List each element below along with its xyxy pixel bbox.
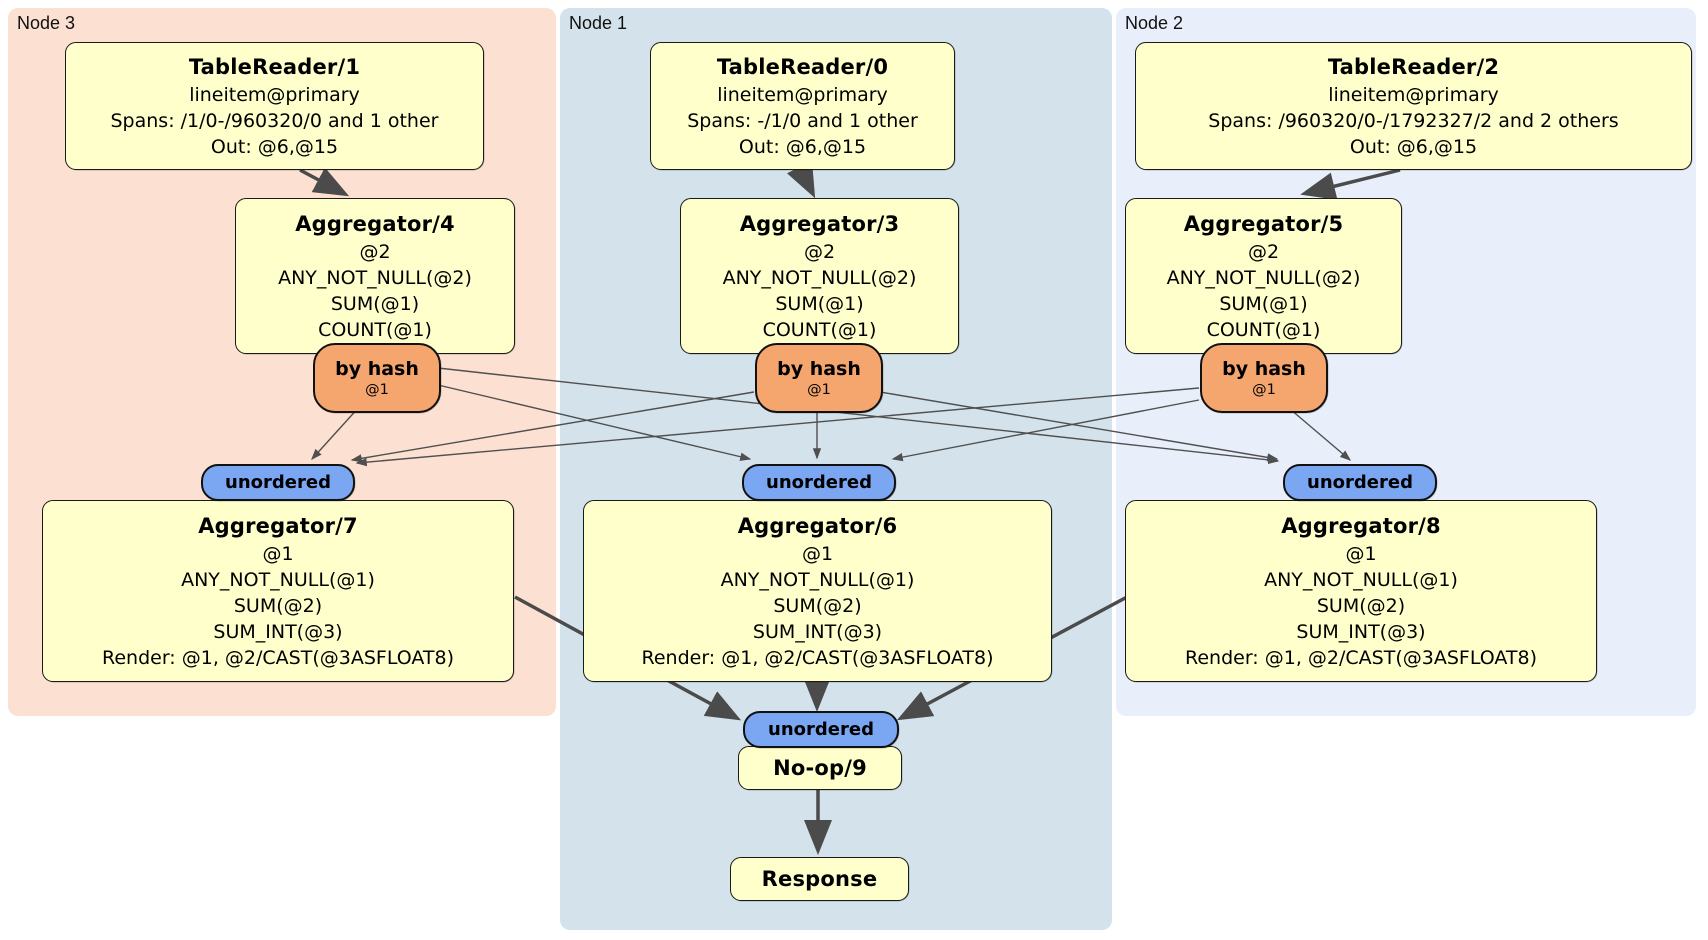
router-by-hash-5: by hash @1	[1200, 343, 1328, 413]
processor-title: Aggregator/8	[1281, 514, 1441, 538]
processor-detail-line: Spans: /1/0-/960320/0 and 1 other	[110, 110, 439, 132]
processor-title: TableReader/0	[716, 55, 889, 79]
processor-detail-line: @1	[1345, 543, 1377, 565]
sync-unordered-final: unordered	[743, 711, 899, 748]
sync-label: unordered	[225, 472, 331, 493]
processor-tablereader-1: TableReader/1 lineitem@primary Spans: /1…	[65, 42, 484, 170]
processor-aggregator-5: Aggregator/5 @2 ANY_NOT_NULL(@2) SUM(@1)…	[1125, 198, 1402, 354]
sync-label: unordered	[1307, 472, 1413, 493]
processor-detail-line: SUM(@1)	[1219, 293, 1308, 315]
processor-title: Aggregator/7	[198, 514, 358, 538]
processor-detail-line: SUM(@2)	[233, 595, 323, 617]
router-detail: @1	[365, 382, 389, 398]
edge-byhash4-to-unordered-right	[437, 367, 1280, 465]
processor-detail-line: COUNT(@1)	[762, 319, 877, 341]
processor-aggregator-8: Aggregator/8 @1 ANY_NOT_NULL(@1) SUM(@2)…	[1125, 500, 1597, 682]
processor-detail-line: Spans: /960320/0-/1792327/2 and 2 others	[1208, 110, 1619, 132]
panel-node3-label: Node 3	[17, 13, 76, 33]
processor-detail-line: @1	[801, 543, 834, 565]
processor-title: Aggregator/3	[739, 212, 900, 236]
processor-detail-line: SUM_INT(@3)	[213, 621, 343, 643]
router-by-hash-3: by hash @1	[755, 343, 883, 413]
edge-byhash4-to-unordered-mid	[437, 384, 752, 461]
edge-byhash5-to-unordered-mid	[891, 399, 1200, 462]
edge-tr1-to-agg4	[299, 167, 350, 197]
processor-title: Response	[761, 867, 878, 891]
processor-title: No-op/9	[773, 756, 867, 780]
processor-detail-line: Out: @6,@15	[210, 136, 339, 158]
processor-detail-line: ANY_NOT_NULL(@2)	[722, 267, 917, 289]
processor-detail-line: lineitem@primary	[717, 84, 888, 106]
sync-unordered-left: unordered	[201, 464, 355, 501]
processor-detail-line: ANY_NOT_NULL(@1)	[1264, 569, 1458, 591]
processor-detail-line: SUM_INT(@3)	[752, 621, 883, 643]
processor-detail-line: SUM(@2)	[773, 595, 862, 617]
processor-tablereader-0: TableReader/0 lineitem@primary Spans: -/…	[650, 42, 955, 170]
processor-detail-line: Out: @6,@15	[738, 136, 867, 158]
panel-node2-label: Node 2	[1125, 13, 1184, 33]
processor-detail-line: Spans: -/1/0 and 1 other	[687, 110, 918, 132]
processor-aggregator-6: Aggregator/6 @1 ANY_NOT_NULL(@1) SUM(@2)…	[583, 500, 1052, 682]
edge-tr2-to-agg5	[1300, 168, 1401, 200]
processor-detail-line: Out: @6,@15	[1349, 136, 1478, 158]
processor-detail-line: @1	[262, 543, 294, 565]
processor-detail-line: SUM_INT(@3)	[1296, 621, 1426, 643]
processor-detail-line: SUM(@2)	[1316, 595, 1406, 617]
processor-response: Response	[730, 857, 909, 901]
processor-detail-line: COUNT(@1)	[318, 319, 432, 341]
edge-byhash3-to-unordered-left	[350, 391, 755, 463]
processor-title: Aggregator/6	[737, 514, 898, 538]
processor-detail-line: lineitem@primary	[189, 84, 360, 106]
edge-byhash4-to-unordered-left	[311, 405, 361, 461]
processor-title: TableReader/1	[188, 55, 361, 79]
processor-aggregator-3: Aggregator/3 @2 ANY_NOT_NULL(@2) SUM(@1)…	[680, 198, 959, 354]
processor-detail-line: ANY_NOT_NULL(@1)	[720, 569, 915, 591]
processor-detail-line: ANY_NOT_NULL(@2)	[278, 267, 472, 289]
processor-detail-line: @2	[803, 241, 836, 263]
edge-byhash5-to-unordered-left	[355, 387, 1200, 467]
processor-aggregator-7: Aggregator/7 @1 ANY_NOT_NULL(@1) SUM(@2)…	[42, 500, 514, 682]
edge-tr0-to-agg3	[786, 160, 816, 199]
processor-detail-line: @2	[1247, 241, 1280, 263]
router-label: by hash	[335, 358, 419, 380]
router-detail: @1	[1252, 382, 1276, 398]
sync-unordered-mid: unordered	[742, 464, 896, 501]
processor-detail-line: COUNT(@1)	[1206, 319, 1321, 341]
processor-detail-line: SUM(@1)	[330, 293, 420, 315]
processor-detail-line: SUM(@1)	[775, 293, 864, 315]
router-by-hash-4: by hash @1	[313, 343, 441, 413]
processor-title: TableReader/2	[1327, 55, 1500, 79]
processor-aggregator-4: Aggregator/4 @2 ANY_NOT_NULL(@2) SUM(@1)…	[235, 198, 515, 354]
processor-title: Aggregator/4	[295, 212, 455, 236]
processor-tablereader-2: TableReader/2 lineitem@primary Spans: /9…	[1135, 42, 1692, 170]
sync-label: unordered	[766, 472, 872, 493]
processor-detail-line: Render: @1, @2/CAST(@3ASFLOAT8)	[641, 647, 994, 669]
processor-detail-line: @2	[359, 241, 391, 263]
edge-byhash5-to-unordered-right	[1289, 408, 1352, 461]
processor-detail-line: ANY_NOT_NULL(@2)	[1166, 267, 1361, 289]
processor-title: Aggregator/5	[1183, 212, 1344, 236]
panel-node1-label: Node 1	[569, 13, 628, 33]
processor-detail-line: Render: @1, @2/CAST(@3ASFLOAT8)	[1185, 647, 1537, 669]
processor-detail-line: Render: @1, @2/CAST(@3ASFLOAT8)	[102, 647, 454, 669]
processor-detail-line: lineitem@primary	[1328, 84, 1499, 106]
sync-unordered-right: unordered	[1283, 464, 1437, 501]
router-detail: @1	[807, 382, 831, 398]
router-label: by hash	[1222, 358, 1306, 380]
sync-label: unordered	[768, 719, 874, 740]
edge-byhash3-to-unordered-right	[879, 391, 1279, 462]
processor-detail-line: ANY_NOT_NULL(@1)	[181, 569, 375, 591]
router-label: by hash	[777, 358, 861, 380]
processor-noop-9: No-op/9	[738, 746, 902, 790]
